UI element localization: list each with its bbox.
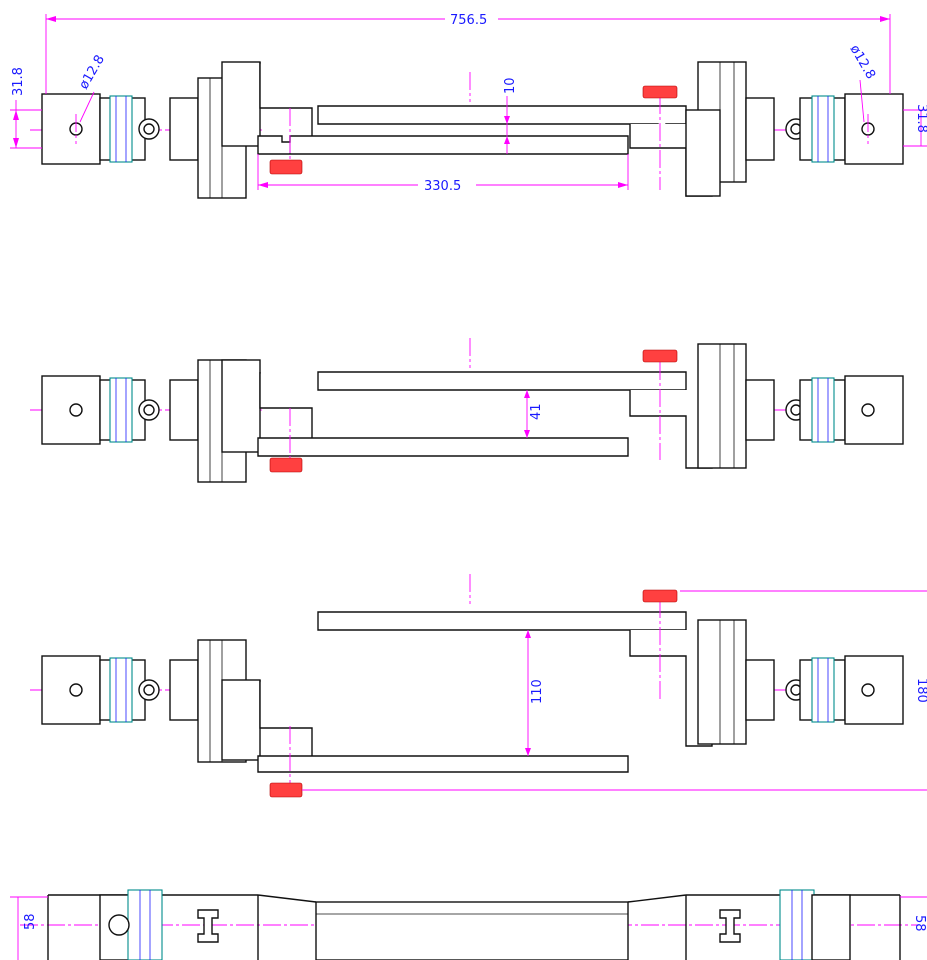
view-4-top-view [10, 889, 927, 960]
dim-gap-mid: 41 [529, 403, 544, 420]
dim-hole-right: ø12.8 [847, 43, 878, 82]
dim-overall-length: 756.5 [450, 13, 487, 28]
dimension-yoke-left [10, 100, 42, 149]
view-1-min-offset [30, 61, 905, 199]
dim-shaft-length: 330.5 [424, 179, 461, 194]
dim-bottom-right: 58 [912, 915, 927, 932]
dim-side-partial: 180 [914, 678, 927, 703]
dim-hole-left: ø12.8 [76, 53, 107, 92]
dim-gap-min: 10 [503, 77, 518, 94]
dimension-shaft-length [257, 154, 629, 190]
dimension-overall [45, 14, 891, 94]
dim-yoke-left: 31.8 [11, 67, 26, 96]
view-2-mid-offset [30, 338, 905, 483]
view-3-max-offset [30, 574, 927, 798]
dim-gap-max: 110 [530, 679, 545, 704]
dimension-gap-min [504, 96, 510, 154]
dimension-yoke-right [903, 109, 927, 147]
dim-yoke-right: 31.8 [914, 104, 927, 133]
dim-bottom-left: 58 [23, 913, 38, 930]
